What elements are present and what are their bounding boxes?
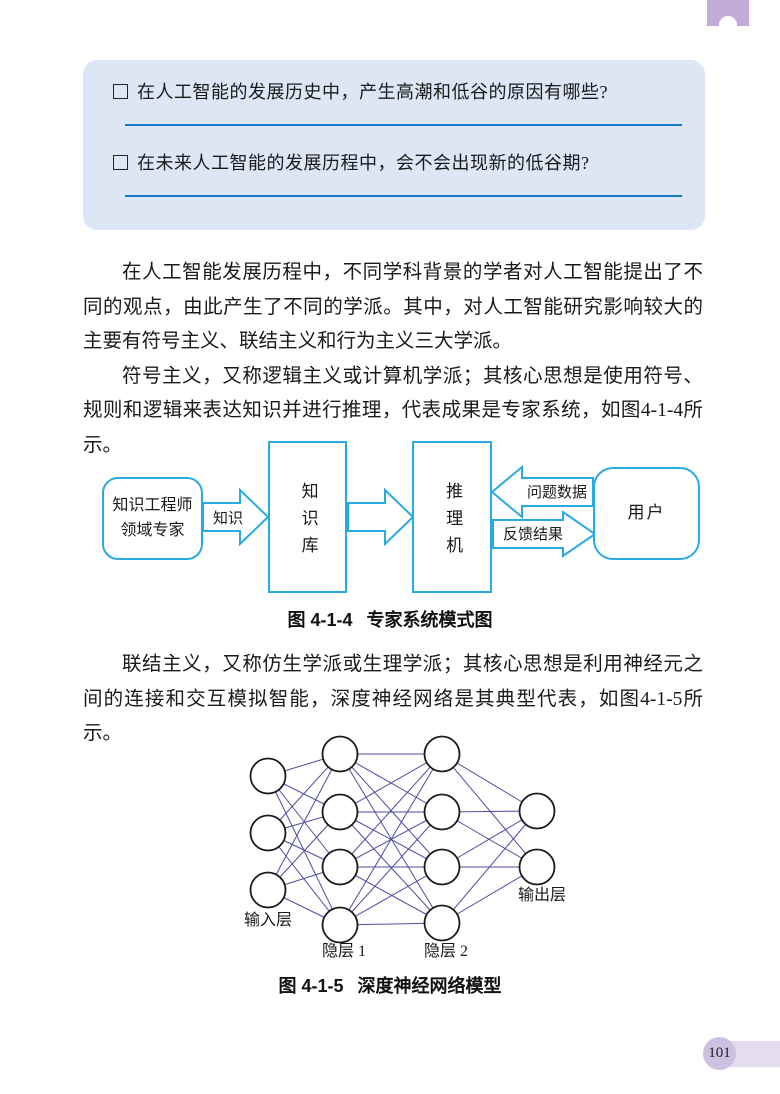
neural-network-diagram: 输入层 隐层 1 隐层 2 输出层: [244, 735, 566, 960]
expert-system-arrows: 知识 问题数据 反馈结果: [202, 464, 597, 558]
answer-line-1: [125, 124, 682, 126]
node-knowledge-base: 知识库: [268, 441, 347, 593]
arrow-knowledge-label: 知识: [213, 510, 243, 527]
neural-network-graph: [249, 735, 556, 944]
figure-4-1-4-title: 专家系统模式图: [366, 610, 493, 630]
body-text-block-2: 联结主义，又称仿生学派或生理学派；其核心思想是利用神经元之间的连接和交互模拟智能…: [83, 648, 703, 752]
arrow-knowledge-shape: [202, 487, 270, 547]
node-inference-engine-label: 推理机: [443, 481, 463, 563]
chapter-tab-notch: [719, 16, 737, 34]
node-user-label: 用户: [627, 503, 666, 523]
layer-label-input: 输入层: [244, 911, 292, 929]
paragraph-schools: 在人工智能发展历程中，不同学科背景的学者对人工智能提出了不同的观点，由此产生了不…: [83, 262, 703, 353]
paragraph-connectionism: 联结主义，又称仿生学派或生理学派；其核心思想是利用神经元之间的连接和交互模拟智能…: [83, 654, 703, 745]
arrow-question-data-label: 问题数据: [527, 484, 587, 501]
question-1-text: 在人工智能的发展历史中，产生高潮和低谷的原因有哪些?: [137, 82, 608, 102]
arrow-kb-to-engine-shape: [347, 487, 415, 547]
question-2: 在未来人工智能的发展历程中，会不会出现新的低谷期?: [113, 149, 688, 175]
page-number: 101: [708, 1045, 731, 1061]
page-number-badge: 101: [703, 1037, 736, 1070]
layer-label-output: 输出层: [518, 886, 566, 904]
paragraph-symbolism: 符号主义，又称逻辑主义或计算机学派；其核心思想是使用符号、规则和逻辑来表达知识并…: [83, 365, 703, 456]
node-knowledge-base-label: 知识库: [298, 481, 318, 563]
arrow-feedback-label: 反馈结果: [503, 526, 563, 543]
arrow-feedback-shape: [492, 510, 597, 558]
node-user: 用户: [593, 467, 700, 560]
node-knowledge-engineer-line2: 领域专家: [120, 521, 185, 539]
node-knowledge-engineer: 知识工程师 领域专家: [102, 477, 203, 560]
node-inference-engine: 推理机: [412, 441, 492, 593]
figure-4-1-4-label: 图 4-1-4: [287, 610, 353, 630]
checkbox-icon: [113, 84, 128, 99]
figure-4-1-5-title: 深度神经网络模型: [357, 976, 502, 996]
page-number-bar: [728, 1041, 780, 1067]
figure-4-1-5-caption: 图 4-1-5 深度神经网络模型: [0, 972, 780, 998]
expert-system-diagram: 知识 问题数据 反馈结果 知识工程师 领域专家 知识库 推理机 用户: [0, 434, 780, 606]
body-text-block-1: 在人工智能发展历程中，不同学科背景的学者对人工智能提出了不同的观点，由此产生了不…: [83, 256, 703, 464]
answer-line-2: [125, 195, 682, 197]
node-knowledge-engineer-line1: 知识工程师: [112, 496, 193, 514]
figure-4-1-4-caption: 图 4-1-4 专家系统模式图: [0, 606, 780, 632]
checkbox-icon: [113, 155, 128, 170]
layer-label-hidden-1: 隐层 1: [322, 942, 366, 960]
question-1: 在人工智能的发展历史中，产生高潮和低谷的原因有哪些?: [113, 78, 688, 104]
layer-label-hidden-2: 隐层 2: [424, 942, 468, 960]
figure-4-1-5-label: 图 4-1-5: [278, 976, 344, 996]
question-2-text: 在未来人工智能的发展历程中，会不会出现新的低谷期?: [137, 153, 590, 173]
question-box: [83, 60, 705, 230]
